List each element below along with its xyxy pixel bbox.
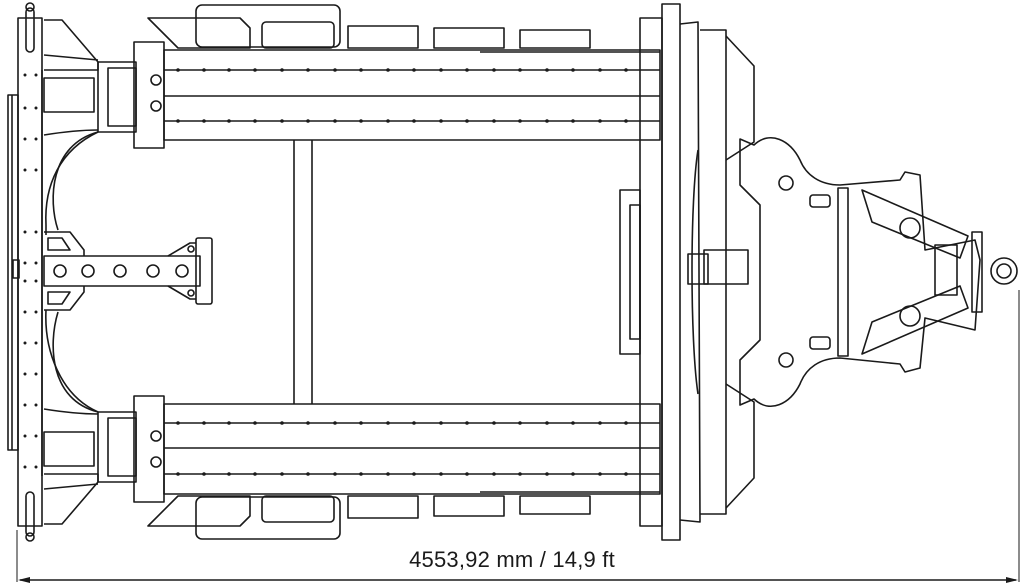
top-arm bbox=[97, 4, 661, 149]
tow-frame bbox=[687, 136, 1018, 408]
dimension-label: 4553,92 mm / 14,9 ft bbox=[409, 547, 615, 572]
bottom-arm bbox=[97, 395, 661, 540]
dimension-line bbox=[16, 290, 1020, 583]
center-crossbeam bbox=[43, 231, 213, 311]
left-brackets bbox=[43, 19, 99, 525]
center-strut bbox=[293, 140, 313, 404]
left-end-plate bbox=[7, 2, 43, 542]
right-mount bbox=[619, 3, 755, 541]
